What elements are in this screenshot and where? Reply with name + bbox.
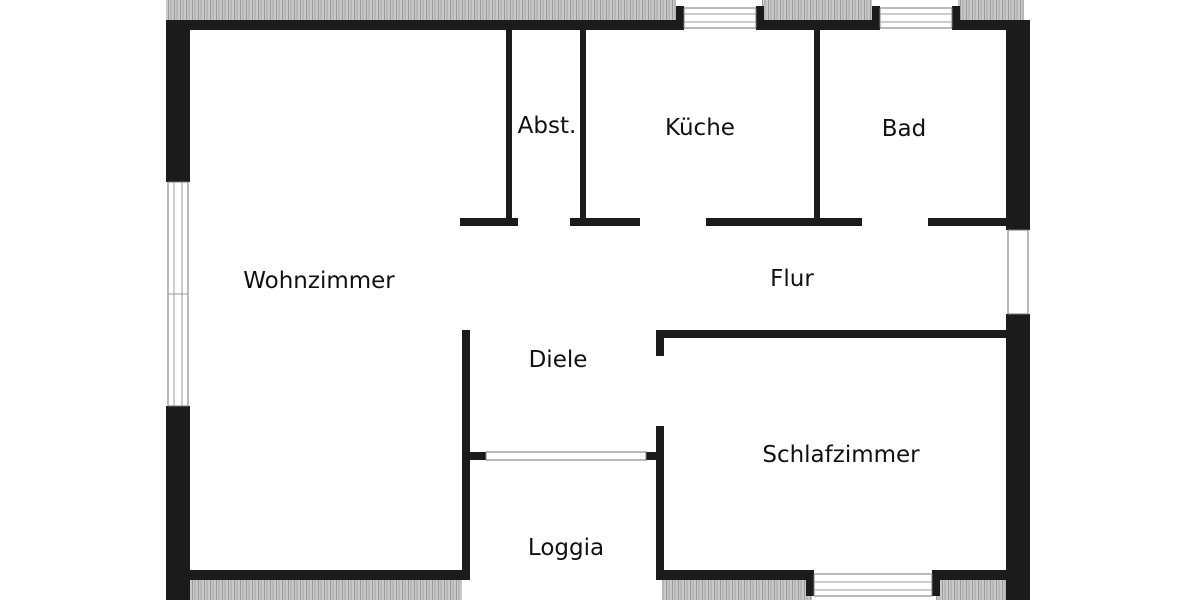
room-label-kueche: Küche [665,115,735,141]
exterior-hatching [166,0,1028,600]
window-wohnzimmer [167,181,189,407]
wall-abst-left [506,30,512,226]
window-flur [1007,229,1029,315]
wall-stub [470,452,486,460]
wall-segment [932,570,1030,580]
wall-segment [806,570,814,596]
wall-stub [928,218,1008,226]
hatch-top-right [958,0,1024,20]
wall-stub [570,218,640,226]
wall-segment [932,570,940,596]
room-label-wohnzimmer: Wohnzimmer [243,268,395,294]
hatch-bottom-middle [662,580,812,600]
wall-abst-right [580,30,586,226]
interior-walls-upper [460,30,1008,226]
interior-walls-lower [462,330,1006,580]
wall-segment [762,20,872,30]
wall-segment [166,406,190,600]
left-exterior-wall [166,20,190,600]
window-schlafzimmer [813,573,933,597]
room-label-schlafzimmer: Schlafzimmer [762,442,920,468]
wall-loggia-schlafzimmer [656,426,664,580]
room-label-bad: Bad [882,116,926,142]
wall-segment [166,570,466,580]
wall-stub [706,218,862,226]
wall-flur-schlafzimmer [656,330,1006,338]
room-label-abstellraum: Abst. [518,113,577,139]
wall-segment [166,20,190,182]
hatch-top-middle [762,0,872,20]
wall-segment [756,6,764,30]
window-kueche [683,7,757,29]
wall-stub [460,218,518,226]
hatch-bottom-left [166,580,462,600]
hatch-bottom-right [936,580,1028,600]
window-bad [879,7,953,29]
wall-stub [646,452,660,460]
top-exterior-wall [166,6,1024,30]
wall-segment [872,6,880,30]
wall-stub [656,330,664,356]
room-labels: Wohnzimmer Abst. Küche Bad Flur Diele Sc… [243,113,926,561]
wall-segment [958,20,1024,30]
hatch-top-left [166,0,676,20]
room-label-loggia: Loggia [528,535,604,561]
wall-segment [676,6,684,30]
wall-kueche-bad [814,30,820,226]
wall-segment [1006,20,1030,230]
window-loggia-door [485,451,647,461]
wall-segment [1006,314,1030,600]
room-label-diele: Diele [529,347,588,373]
wall-segment [952,6,960,30]
wall-wohnzimmer-diele [462,330,470,580]
wall-segment [166,20,676,30]
bottom-exterior-wall [166,570,1030,596]
wall-segment [656,570,814,580]
right-exterior-wall [1006,20,1030,600]
room-label-flur: Flur [770,266,814,292]
